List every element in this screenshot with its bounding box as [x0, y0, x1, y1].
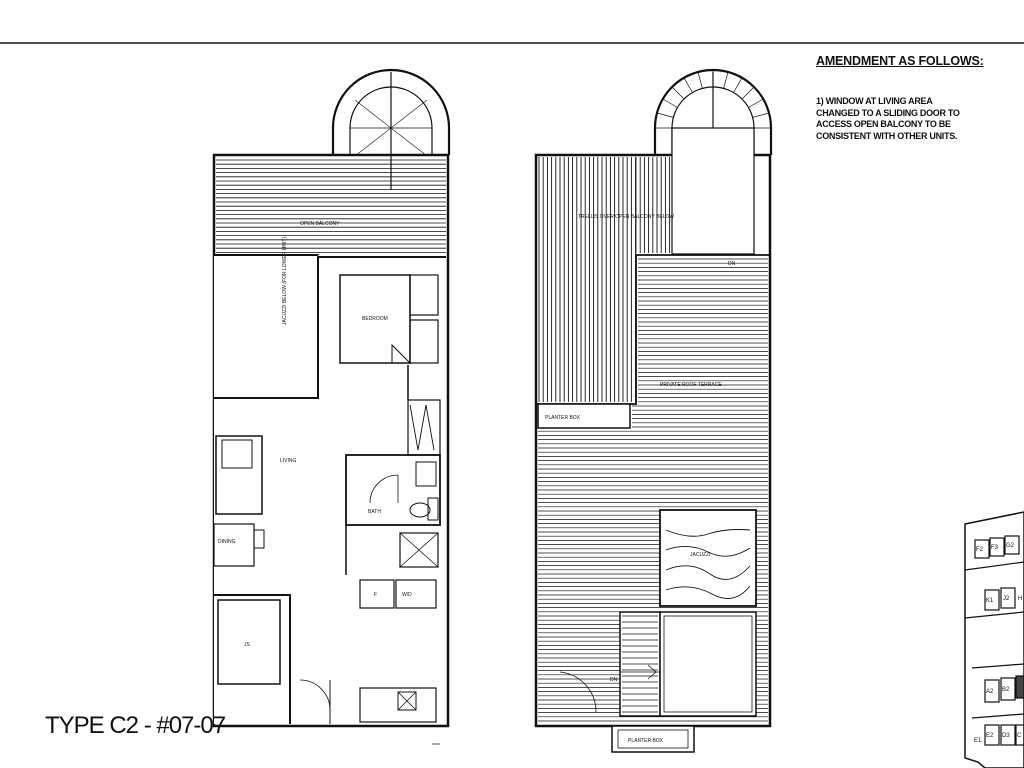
sofa — [215, 435, 263, 515]
keyplan-label-5: H — [1018, 596, 1022, 602]
keyplan-label-4: J2 — [1003, 596, 1010, 602]
living-wall — [214, 254, 319, 401]
planter-box-1-label: PLANTER BOX — [545, 415, 581, 421]
bedroom-label: BEDROOM — [362, 316, 388, 322]
spiral-stair-lower — [331, 68, 451, 155]
bedroom2-label: JS — [244, 642, 251, 648]
fridge-label: F — [374, 592, 377, 598]
jacuzzi-tub — [659, 509, 757, 607]
amendment-body: 1) WINDOW AT LIVING AREA CHANGED TO A SL… — [816, 96, 960, 141]
keyplan-label-2: G2 — [1006, 543, 1015, 549]
keyplan-label-1: F3 — [991, 545, 999, 551]
keyplan-label-0: F2 — [976, 547, 984, 553]
unit-type-title: TYPE C2 - #07-07 — [45, 712, 226, 739]
keyplan-label-3: K1 — [986, 598, 994, 604]
keyplan-label-8: E2 — [986, 733, 994, 739]
lower-level-plan — [212, 68, 451, 728]
trellis-hatch — [538, 157, 671, 402]
planter-box-1 — [537, 403, 631, 429]
interior-wall-upper — [214, 256, 446, 399]
jacuzzi-label: JACUZZI — [690, 552, 711, 558]
dining-label: DINING — [218, 539, 236, 545]
trellis-label: TRELLIS OVER OPEN BALCONY BELOW — [578, 214, 674, 220]
roof-terrace-label: PRIVATE ROOF TERRACE — [660, 382, 722, 388]
washer-label: W/D — [402, 592, 412, 598]
down-label-2: DN — [728, 261, 736, 267]
key-plan — [964, 511, 1024, 768]
keyplan-label-7: B2 — [1002, 687, 1010, 693]
keyplan-label-9: D3 — [1002, 733, 1010, 739]
keyplan-label-11: E1 — [974, 738, 982, 744]
amendment-title: AMENDMENT AS FOLLOWS: — [816, 54, 984, 68]
bedroom2-wall — [214, 594, 291, 724]
keyplan-label-6: A2 — [986, 689, 994, 695]
bath-label: BATH — [368, 509, 381, 515]
balcony-hatch — [216, 159, 446, 253]
keyplan-label-10: C — [1017, 733, 1022, 739]
jacuzzi-below-label: JACUZZI BELOW (FOR LOWER UNIT) — [282, 237, 288, 325]
planter-box-2-label: PLANTER BOX — [628, 738, 664, 744]
down-label: DN — [610, 677, 618, 683]
open-balcony-label: OPEN BALCONY — [300, 221, 340, 227]
living-label: LIVING — [280, 458, 297, 464]
upper-level-plan — [534, 68, 773, 753]
bathroom-walls — [345, 454, 441, 526]
bed — [339, 274, 411, 364]
